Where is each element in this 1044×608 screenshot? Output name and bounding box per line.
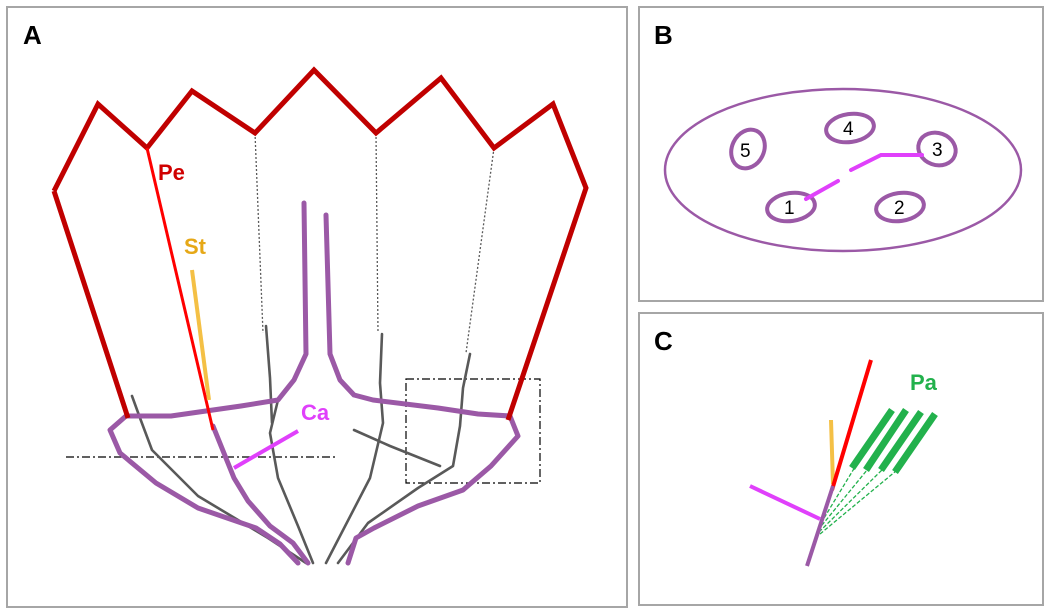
label-stamen: St [184,234,207,259]
stamen-c [829,419,835,485]
pappus-bristles [849,408,938,474]
panel-b-letter: B [654,20,673,50]
panel-c-letter: C [654,326,673,356]
adnation-line [804,153,924,201]
label-calyx: Ca [301,400,330,425]
segment-number-1: 1 [784,198,795,219]
panel-c-diagram: Pa [749,359,938,567]
segment-positions [729,111,958,224]
panel-a: A [6,6,628,608]
label-petal: Pe [158,160,185,185]
panel-a-diagram: Pe St Ca [51,66,589,566]
floral-outline [663,87,1023,253]
segment-number-2: 2 [894,198,905,219]
segment-number-5: 5 [740,141,751,162]
segment-number-3: 3 [932,140,943,161]
panel-b: B 1 2 3 4 5 [638,6,1044,302]
petal-axis-c [830,359,873,491]
calyx-arm-c [749,484,821,521]
calyx-highlight [232,429,300,470]
corolla-outline [51,66,589,421]
petal-boundaries [254,132,495,354]
corolla-left-edge [51,190,131,419]
panel-a-letter: A [23,20,42,50]
calyx-stalk-c [805,485,835,567]
stamen [190,269,211,401]
panel-b-diagram: 1 2 3 4 5 [663,87,1023,253]
label-pappus: Pa [910,370,938,395]
petal-axis [145,147,215,431]
segment-number-4: 4 [843,119,854,140]
panel-c: C Pa [638,312,1044,606]
